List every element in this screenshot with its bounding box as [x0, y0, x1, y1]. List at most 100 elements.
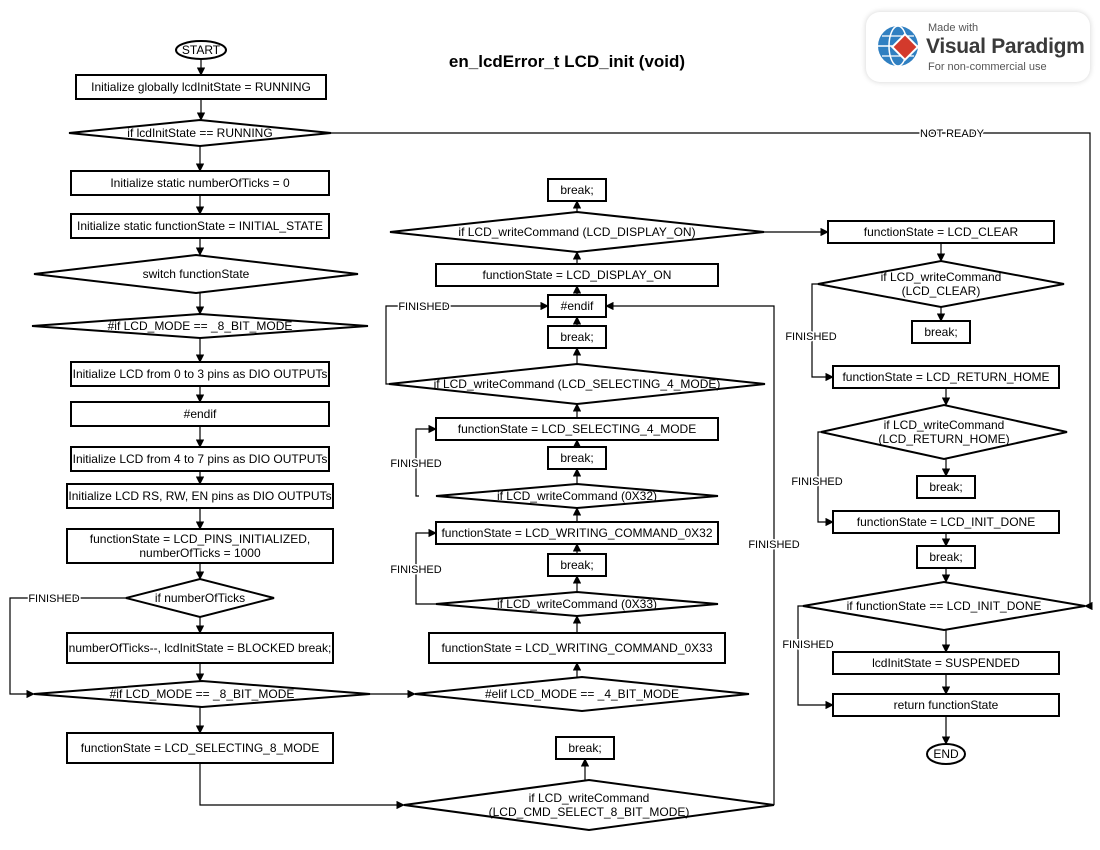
node-process: Initialize static functionState = INITIA… — [70, 213, 330, 239]
node-label: END — [933, 747, 959, 761]
process-box — [827, 220, 1055, 244]
node-label: lcdInitState = SUSPENDED — [872, 656, 1020, 670]
node-decision: if LCD_writeCommand(LCD_RETURN_HOME) — [820, 403, 1068, 461]
node-process: functionState = LCD_SELECTING_4_MODE — [435, 417, 719, 441]
node-label: (LCD_CLEAR) — [902, 284, 981, 298]
node-decision: #elif LCD_MODE == _4_BIT_MODE — [414, 675, 750, 713]
node-terminal: END — [926, 743, 966, 765]
node-label: if LCD_writeCommand (LCD_DISPLAY_ON) — [458, 225, 695, 239]
node-label: #endif — [184, 407, 217, 421]
node-label: functionState = LCD_DISPLAY_ON — [483, 268, 672, 282]
node-label: #elif LCD_MODE == _4_BIT_MODE — [485, 687, 679, 701]
node-process: numberOfTicks--, lcdInitState = BLOCKED … — [66, 632, 334, 664]
process-box — [435, 521, 719, 545]
node-label: #if LCD_MODE == _8_BIT_MODE — [108, 319, 293, 333]
node-process: break; — [555, 736, 615, 760]
node-process: Initialize LCD from 0 to 3 pins as DIO O… — [70, 361, 330, 387]
node-label: break; — [560, 558, 593, 572]
node-label: if LCD_writeCommand (0X32) — [497, 489, 657, 503]
terminal-oval — [926, 743, 966, 765]
process-box — [70, 213, 330, 239]
connector-arrow — [605, 301, 775, 805]
process-box — [75, 74, 327, 100]
node-process: functionState = LCD_RETURN_HOME — [832, 365, 1060, 389]
node-process: break; — [547, 553, 607, 577]
visual-paradigm-logo-icon — [878, 25, 920, 67]
node-process: functionState = LCD_WRITING_COMMAND_0X33 — [428, 632, 726, 664]
node-label: functionState = LCD_RETURN_HOME — [842, 370, 1049, 384]
decision-diamond — [435, 590, 719, 618]
node-process: lcdInitState = SUSPENDED — [832, 651, 1060, 675]
node-label: (LCD_RETURN_HOME) — [878, 432, 1009, 446]
node-label: functionState = LCD_CLEAR — [864, 225, 1019, 239]
node-process: functionState = LCD_SELECTING_8_MODE — [66, 732, 334, 764]
decision-diamond — [31, 312, 369, 340]
node-label: START — [182, 43, 221, 57]
node-label: break; — [929, 480, 962, 494]
node-label: if LCD_writeCommand (LCD_SELECTING_4_MOD… — [434, 377, 721, 391]
process-box — [547, 325, 607, 349]
node-label: break; — [560, 183, 593, 197]
process-box — [435, 417, 719, 441]
edge-label-finished: FINISHED — [748, 539, 799, 551]
process-box — [911, 320, 971, 344]
node-decision: #if LCD_MODE == _8_BIT_MODE — [33, 679, 371, 709]
node-label: functionState = LCD_SELECTING_4_MODE — [458, 422, 696, 436]
process-box — [832, 365, 1060, 389]
node-label: functionState = LCD_PINS_INITIALIZED, — [90, 532, 310, 546]
node-label: if LCD_writeCommand — [529, 791, 650, 805]
node-label: if numberOfTicks — [155, 591, 245, 605]
edge-label-finished: FINISHED — [390, 564, 441, 576]
node-decision: switch functionState — [33, 253, 359, 295]
connector-arrow — [797, 605, 834, 710]
decision-diamond — [388, 362, 766, 406]
decision-diamond — [817, 259, 1065, 309]
process-box — [70, 170, 330, 196]
connector-arrow — [415, 424, 437, 497]
decision-diamond — [68, 118, 332, 148]
node-decision: if LCD_writeCommand(LCD_CMD_SELECT_8_BIT… — [403, 778, 775, 832]
node-label: break; — [568, 741, 601, 755]
node-label: if lcdInitState == RUNNING — [127, 126, 272, 140]
node-process: #endif — [70, 401, 330, 427]
process-box — [70, 361, 330, 387]
node-label: Initialize LCD RS, RW, EN pins as DIO OU… — [68, 489, 331, 503]
connector-arrow — [415, 528, 437, 605]
node-decision: if LCD_writeCommand (LCD_SELECTING_4_MOD… — [388, 362, 766, 406]
connector-arrow — [817, 431, 834, 527]
node-process: functionState = LCD_CLEAR — [827, 220, 1055, 244]
node-label: functionState = LCD_WRITING_COMMAND_0X33 — [441, 641, 712, 655]
edge-label-finished: FINISHED — [28, 593, 79, 605]
process-box — [832, 651, 1060, 675]
node-label: break; — [560, 451, 593, 465]
node-terminal: START — [175, 40, 227, 60]
node-label: Initialize static functionState = INITIA… — [77, 219, 323, 233]
node-label: #if LCD_MODE == _8_BIT_MODE — [110, 687, 295, 701]
visual-paradigm-badge: Made with Visual Paradigm For non-commer… — [866, 12, 1090, 82]
node-process: functionState = LCD_INIT_DONE — [832, 510, 1060, 534]
node-label: if LCD_writeCommand — [881, 270, 1002, 284]
edge-label-finished: FINISHED — [390, 458, 441, 470]
process-box — [428, 632, 726, 664]
edge-labels-layer: NOT READYFINISHEDFINISHEDFINISHEDFINISHE… — [27, 127, 986, 653]
node-process: break; — [547, 325, 607, 349]
node-label: break; — [560, 330, 593, 344]
process-box — [66, 632, 334, 664]
node-process: functionState = LCD_PINS_INITIALIZED,num… — [66, 528, 334, 564]
process-box — [547, 553, 607, 577]
node-decision: if functionState == LCD_INIT_DONE — [802, 580, 1086, 632]
process-box — [66, 732, 334, 764]
process-box — [832, 510, 1060, 534]
decision-diamond — [33, 679, 371, 709]
node-decision: if lcdInitState == RUNNING — [68, 118, 332, 148]
node-label: #endif — [561, 299, 594, 313]
node-decision: if LCD_writeCommand(LCD_CLEAR) — [817, 259, 1065, 309]
connector-arrow — [385, 301, 549, 385]
node-decision: if LCD_writeCommand (0X33) — [435, 590, 719, 618]
decision-diamond — [33, 253, 359, 295]
decision-diamond — [414, 675, 750, 713]
process-box — [547, 178, 607, 202]
process-box — [832, 693, 1060, 717]
decision-diamond — [389, 210, 765, 254]
node-label: numberOfTicks--, lcdInitState = BLOCKED … — [69, 641, 332, 655]
